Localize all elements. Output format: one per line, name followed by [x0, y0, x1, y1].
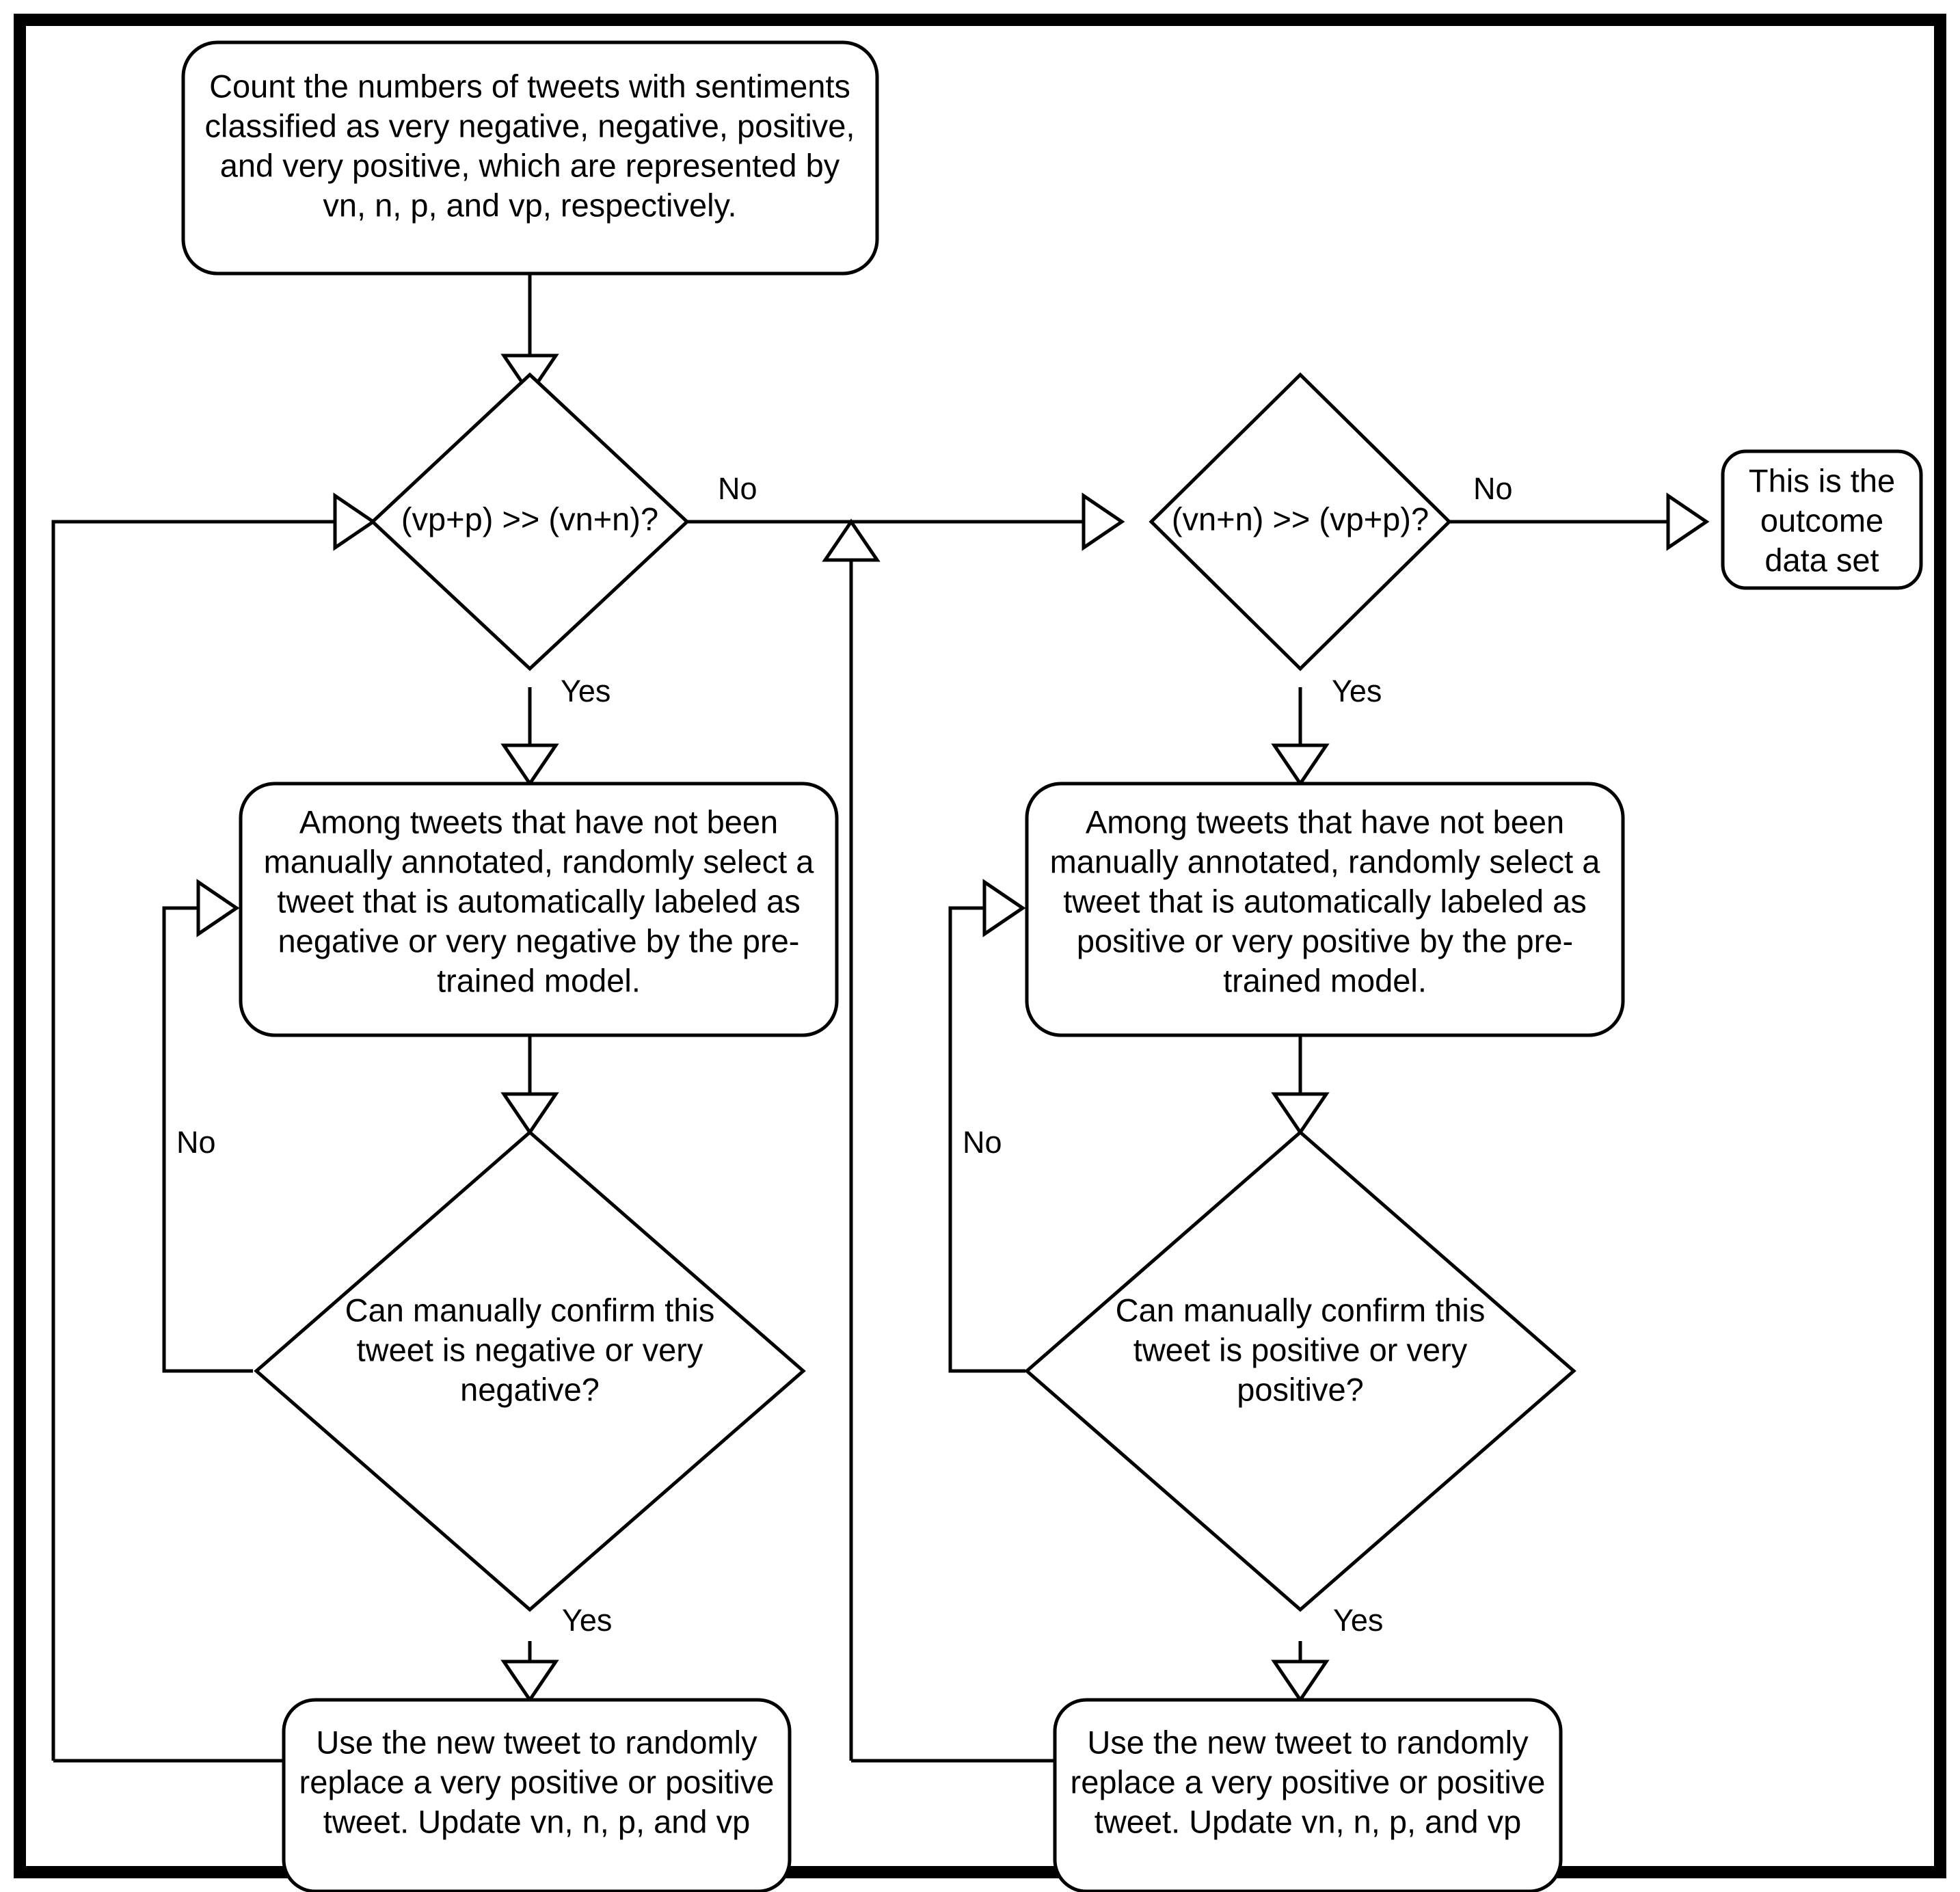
node-start-count-line-1: classified as very negative, negative, p…: [205, 107, 855, 144]
node-confirm-positive[interactable]: [1024, 1130, 1576, 1612]
node-confirm-negative-line-1: tweet is negative or very: [357, 1331, 703, 1368]
node-decision-vp-gt-vn-label: (vp+p) >> (vn+n)?: [401, 501, 658, 537]
node-select-positive-line-0: Among tweets that have not been: [1086, 803, 1564, 840]
node-replace-right-line-2: tweet. Update vn, n, p, and vp: [1095, 1803, 1521, 1839]
connector-confirmneg-no-loop: [162, 906, 253, 1373]
node-confirm-negative[interactable]: [254, 1130, 806, 1612]
arrowhead-confirmneg-yes-to-replaceleft: [500, 1660, 559, 1703]
arrowhead-decision1-yes-to-selectneg: [500, 743, 559, 787]
node-select-positive-line-3: positive or very positive by the pre-: [1077, 922, 1573, 959]
node-outcome-data-set[interactable]: [1721, 449, 1923, 590]
arrowhead-selectneg-to-confirmneg: [500, 1092, 559, 1136]
node-replace-left[interactable]: [282, 1698, 792, 1892]
node-decision-vp-gt-vn[interactable]: [370, 372, 690, 671]
node-start-count[interactable]: [181, 40, 879, 276]
node-outcome-line-2: data set: [1764, 542, 1879, 578]
node-replace-right[interactable]: [1053, 1698, 1563, 1892]
edge-label-confirmpos-no: No: [963, 1125, 1002, 1160]
arrowhead-decision1-no-to-decision2: [1082, 492, 1125, 551]
arrowhead-replaceright-to-norail: [822, 518, 881, 562]
connector-replaceleft-to-decision1: [51, 520, 335, 1761]
node-replace-left-line-0: Use the new tweet to randomly: [316, 1724, 757, 1760]
edge-label-decision1-no: No: [718, 471, 757, 506]
node-select-positive-line-4: trained model.: [1223, 962, 1427, 998]
node-decision-vn-gt-vp[interactable]: [1149, 372, 1452, 671]
node-replace-left-line-2: tweet. Update vn, n, p, and vp: [323, 1803, 750, 1839]
node-replace-right-line-1: replace a very positive or positive: [1071, 1763, 1546, 1800]
node-select-negative-line-0: Among tweets that have not been: [299, 803, 778, 840]
node-select-negative-line-3: negative or very negative by the pre-: [278, 922, 800, 959]
node-confirm-negative-line-2: negative?: [460, 1371, 600, 1407]
node-start-count-line-0: Count the numbers of tweets with sentime…: [209, 68, 850, 104]
arrowhead-selectpos-to-confirmpos: [1271, 1092, 1330, 1136]
node-outcome-line-1: outcome: [1760, 502, 1883, 538]
node-confirm-negative-line-0: Can manually confirm this: [345, 1292, 715, 1328]
node-select-positive-line-1: manually annotated, randomly select a: [1050, 843, 1601, 879]
node-start-count-line-3: vn, n, p, and vp, respectively.: [323, 187, 736, 223]
node-replace-right-line-0: Use the new tweet to randomly: [1087, 1724, 1529, 1760]
edge-label-confirmneg-yes: Yes: [562, 1603, 612, 1638]
edge-label-decision1-yes: Yes: [561, 674, 610, 708]
node-select-positive-line-2: tweet that is automatically labeled as: [1063, 883, 1586, 919]
arrowhead-decision2-yes-to-selectpos: [1271, 743, 1330, 787]
arrowhead-confirmpos-yes-to-replaceright: [1271, 1660, 1330, 1703]
edge-label-decision2-yes: Yes: [1332, 674, 1382, 708]
edge-label-confirmpos-yes: Yes: [1333, 1603, 1383, 1638]
node-select-negative-line-4: trained model.: [437, 962, 641, 998]
node-select-positive[interactable]: [1025, 782, 1625, 1037]
edge-label-confirmneg-no: No: [176, 1125, 216, 1160]
arrowhead-decision2-no-to-outcome: [1666, 492, 1710, 551]
arrowhead-replaceleft-to-decision1: [333, 492, 377, 551]
arrowhead-confirmneg-no-loop: [196, 879, 240, 937]
node-replace-left-line-1: replace a very positive or positive: [299, 1763, 775, 1800]
node-outcome-line-0: This is the: [1749, 462, 1895, 498]
node-select-negative-line-1: manually annotated, randomly select a: [264, 843, 815, 879]
node-select-negative-line-2: tweet that is automatically labeled as: [277, 883, 800, 919]
arrowhead-confirmpos-no-loop: [982, 879, 1026, 937]
node-decision-vn-gt-vp-label: (vn+n) >> (vp+p)?: [1172, 501, 1429, 537]
connector-confirmpos-no-loop: [948, 906, 1025, 1373]
node-select-negative[interactable]: [239, 782, 839, 1037]
node-start-count-line-2: and very positive, which are represented…: [220, 147, 840, 183]
node-confirm-positive-line-0: Can manually confirm this: [1116, 1292, 1486, 1328]
node-confirm-positive-line-1: tweet is positive or very: [1133, 1331, 1468, 1368]
node-confirm-positive-line-2: positive?: [1237, 1371, 1364, 1407]
edge-label-decision2-no: No: [1473, 471, 1513, 506]
